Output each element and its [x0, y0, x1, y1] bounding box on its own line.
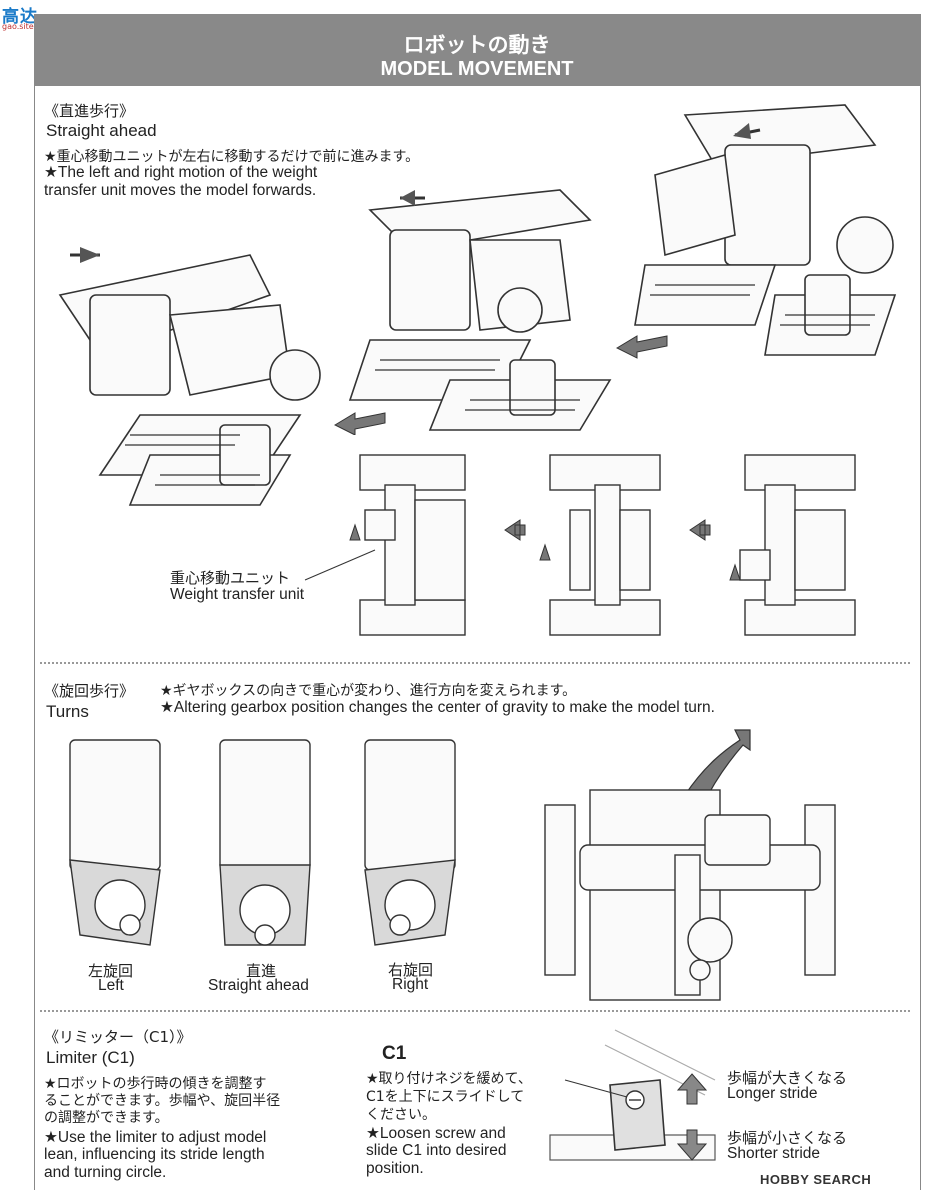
turning-robot-top-view [544, 729, 836, 1001]
left-turn-label-jp: 左旋回 [88, 962, 134, 980]
straight-label-en: Straight ahead [208, 977, 309, 994]
shorter-stride-jp: 歩幅が小さくなる [727, 1129, 848, 1147]
straight-desc-jp: ★重心移動ユニットが左右に移動するだけで前に進みます。 [44, 149, 420, 165]
limiter-instr-en-1: ★Loosen screw and [366, 1125, 506, 1142]
left-arrow-icon [615, 335, 668, 359]
up-down-arrows-icon [676, 1073, 708, 1161]
turns-desc-en: ★Altering gearbox position changes the c… [160, 699, 715, 716]
left-turn-label-en: Left [98, 977, 124, 994]
limiter-instr-en-3: position. [366, 1160, 424, 1177]
limiter-instr-jp-2: C1を上下にスライドして [366, 1089, 525, 1105]
limiter-heading-jp: 《リミッター（C1）》 [44, 1028, 192, 1046]
straight-heading-en: Straight ahead [46, 121, 157, 140]
right-turn-label-en: Right [392, 976, 429, 993]
gearbox-position-diagrams [69, 739, 456, 946]
straight-desc-en-2: transfer unit moves the model forwards. [44, 182, 317, 199]
straight-desc-en-1: ★The left and right motion of the weight [44, 164, 318, 181]
page-frame [34, 14, 921, 1190]
limiter-desc-en-1: ★Use the limiter to adjust model [44, 1129, 267, 1146]
turns-desc-jp: ★ギヤボックスの向きで重心が変わり、進行方向を変えられます。 [160, 683, 577, 699]
section-divider [40, 1010, 910, 1012]
robot-walking-illustration-3 [634, 104, 897, 356]
limiter-desc-jp-2: ることができます。歩幅や、旋回半径 [44, 1093, 281, 1109]
limiter-desc-en-3: and turning circle. [44, 1164, 167, 1181]
top-view-diagrams [349, 454, 856, 636]
banner-title-jp: ロボットの動き [403, 33, 551, 57]
limiter-desc-en-2: lean, influencing its stride length [44, 1146, 265, 1163]
site-watermark: 高达 gao.site.com [2, 2, 72, 32]
left-arrow-icon [333, 412, 386, 435]
limiter-instr-jp-3: ください。 [366, 1107, 436, 1123]
robot-walking-illustration-1 [58, 247, 321, 506]
limiter-instr-jp-1: ★取り付けネジを緩めて、 [366, 1071, 532, 1087]
longer-stride-jp: 歩幅が大きくなる [727, 1069, 848, 1087]
section-banner: ロボットの動き MODEL MOVEMENT [34, 14, 920, 86]
right-turn-label-jp: 右旋回 [388, 961, 434, 979]
turns-heading-en: Turns [46, 702, 89, 721]
banner-title-en: MODEL MOVEMENT [380, 58, 574, 80]
limiter-desc-jp-3: の調整ができます。 [44, 1110, 169, 1126]
limiter-instr-en-2: slide C1 into desired [366, 1142, 507, 1159]
watermark-brand: 高达 [2, 7, 38, 27]
weight-unit-label-jp: 重心移動ユニット [170, 569, 291, 587]
longer-stride-en: Longer stride [727, 1085, 818, 1102]
hobby-search-logo: HOBBY SEARCH [760, 1172, 872, 1187]
section-divider [40, 662, 910, 664]
limiter-desc-jp-1: ★ロボットの歩行時の傾きを調整す [44, 1076, 267, 1092]
straight-label-jp: 直進 [246, 962, 277, 980]
callout-leader-line [304, 549, 376, 581]
weight-unit-label-en: Weight transfer unit [170, 586, 305, 603]
part-c1-label: C1 [382, 1043, 407, 1064]
straight-heading-jp: 《直進歩行》 [44, 102, 135, 120]
limiter-heading-en: Limiter (C1) [46, 1048, 135, 1067]
turns-heading-jp: 《旋回歩行》 [44, 682, 135, 700]
watermark-url: gao.site.com [2, 22, 54, 31]
shorter-stride-en: Shorter stride [727, 1145, 821, 1162]
robot-walking-illustration-2 [348, 189, 612, 431]
